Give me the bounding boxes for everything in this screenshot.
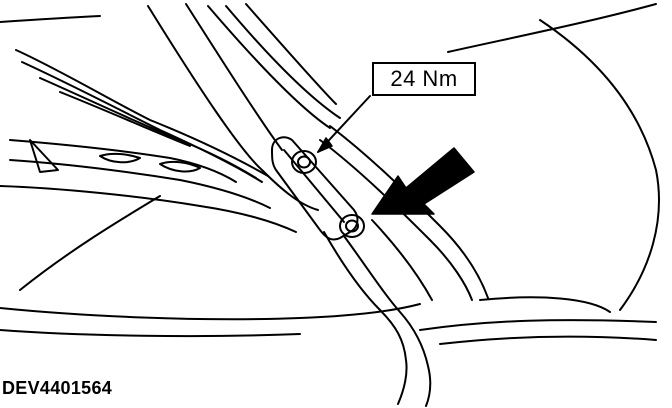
right-body-curve <box>539 19 660 311</box>
tray-slot-2 <box>159 160 201 173</box>
pillar-line-3 <box>207 5 331 129</box>
left-panel-line-3 <box>39 77 257 179</box>
bolt-lower <box>339 214 365 238</box>
bracket-leg-2 <box>343 235 432 407</box>
left-panel-line-1 <box>15 49 269 177</box>
floor-diagonal <box>19 195 161 291</box>
pillar-outer-line <box>147 5 319 211</box>
floor-edge-low-2 <box>0 329 301 338</box>
frame-rail-lower <box>371 219 433 301</box>
right-body-inner <box>479 296 611 313</box>
leader-arrow-icon <box>317 95 371 153</box>
pillar-line-4 <box>225 5 341 119</box>
top-left-curve <box>0 15 101 23</box>
tray-wedge <box>29 139 59 173</box>
bracket-leg <box>323 231 408 405</box>
pillar-inner-line <box>185 3 283 151</box>
figure-id-label: DEV4401564 <box>2 378 113 398</box>
frame-rail-upper <box>319 139 473 301</box>
bracket-inner-edge <box>283 149 345 223</box>
left-inner-floor <box>0 185 297 233</box>
bottom-sill <box>419 319 657 331</box>
floor-edge-low <box>0 303 421 321</box>
bottom-sill-2 <box>439 335 657 345</box>
left-panel-line-4 <box>59 91 191 147</box>
left-inner-tray <box>9 139 237 183</box>
left-inner-tray-2 <box>9 159 271 209</box>
pillar-line-5 <box>245 3 337 105</box>
bold-arrow-icon <box>371 147 475 215</box>
torque-callout: 24 Nm <box>372 62 476 96</box>
frame-rail-mid <box>329 125 489 299</box>
bolt-upper <box>291 150 317 174</box>
tray-slot-1 <box>99 152 141 164</box>
